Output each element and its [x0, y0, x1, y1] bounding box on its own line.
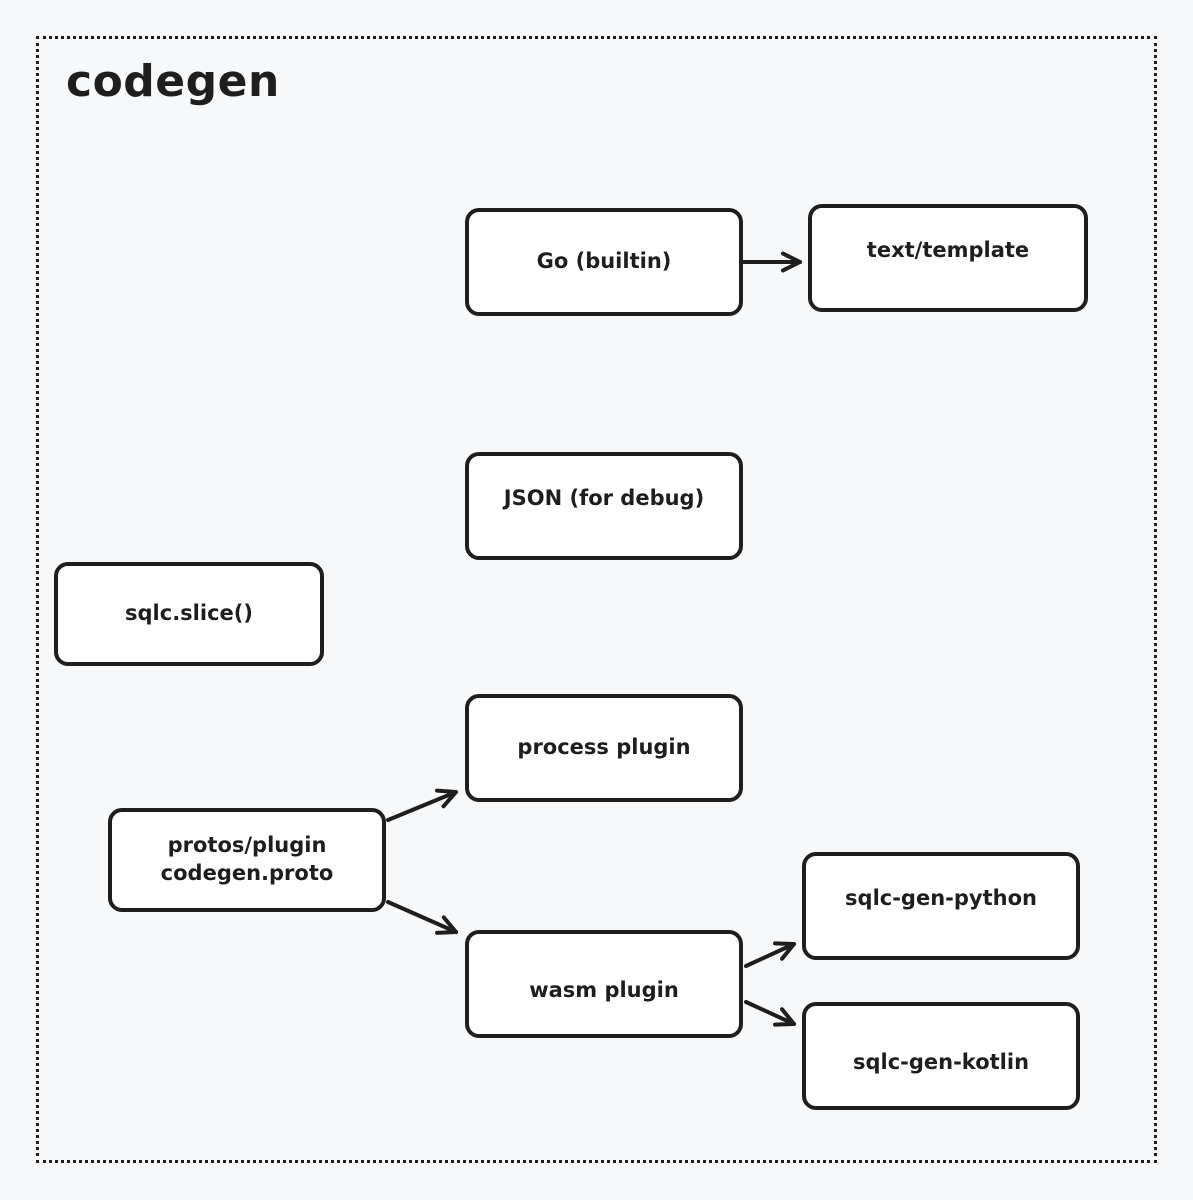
node-label-go-builtin: Go (builtin) — [536, 249, 672, 274]
node-sqlc-gen-python[interactable]: sqlc-gen-python — [802, 852, 1080, 960]
edge-shaft — [386, 790, 458, 822]
node-label-protos-plugin: protos/plugin codegen.proto — [160, 833, 334, 885]
node-json-debug[interactable]: JSON (for debug) — [465, 452, 743, 560]
node-protos-plugin[interactable]: protos/plugin codegen.proto — [108, 808, 386, 912]
node-go-builtin[interactable]: Go (builtin) — [465, 208, 743, 316]
node-process-plugin[interactable]: process plugin — [465, 694, 743, 802]
node-label-sqlc-gen-python: sqlc-gen-python — [845, 886, 1037, 911]
node-label-wasm-plugin: wasm plugin — [529, 978, 679, 1003]
edge-wasm-to-kotlin — [744, 1000, 796, 1027]
node-text-template[interactable]: text/template — [808, 204, 1088, 312]
page-title: codegen — [66, 56, 280, 107]
arrowhead-icon — [780, 251, 802, 273]
node-wasm-plugin[interactable]: wasm plugin — [465, 930, 743, 1038]
arrowhead-icon — [435, 788, 458, 809]
arrowhead-icon — [773, 941, 796, 961]
node-label-sqlc-slice: sqlc.slice() — [125, 601, 253, 626]
edge-shaft — [744, 1000, 796, 1026]
node-label-sqlc-gen-kotlin: sqlc-gen-kotlin — [852, 1050, 1030, 1075]
node-label-text-template: text/template — [866, 238, 1030, 263]
edge-shaft — [386, 900, 458, 934]
node-sqlc-gen-kotlin[interactable]: sqlc-gen-kotlin — [802, 1002, 1080, 1110]
edge-protos-to-process — [386, 788, 458, 822]
arrowhead-icon — [435, 915, 458, 935]
edge-wasm-to-python — [744, 941, 796, 968]
node-sqlc-slice[interactable]: sqlc.slice() — [54, 562, 324, 666]
arrowhead-icon — [773, 1007, 796, 1027]
edge-go-to-template — [742, 251, 802, 273]
edge-protos-to-wasm — [386, 900, 458, 935]
node-label-process-plugin: process plugin — [517, 735, 691, 760]
node-label-json-debug: JSON (for debug) — [503, 486, 705, 511]
edge-shaft — [744, 942, 796, 968]
